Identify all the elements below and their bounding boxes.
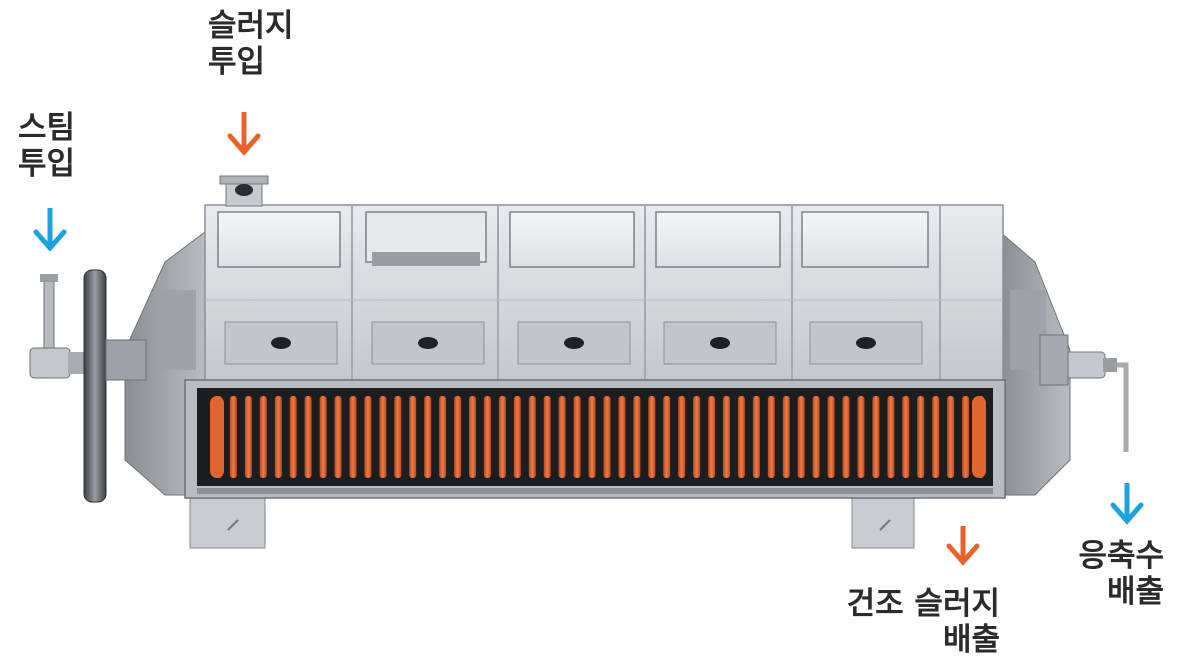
coil-tube bbox=[244, 396, 252, 478]
manholes bbox=[224, 321, 923, 365]
coil-tube bbox=[304, 396, 312, 478]
coil-tube bbox=[872, 396, 880, 478]
dry-sludge-outlet-label: 건조 슬러지 배출 bbox=[810, 586, 1000, 658]
condensate-outlet-label: 응축수 배출 bbox=[1040, 538, 1164, 610]
condensate-outlet-arrow-icon bbox=[1110, 483, 1144, 525]
coil-tube bbox=[439, 396, 447, 478]
coil-tube bbox=[573, 396, 581, 478]
coil-tube bbox=[932, 396, 940, 478]
coil-tube bbox=[528, 396, 536, 478]
coil-tube bbox=[558, 396, 566, 478]
coil-tube bbox=[737, 396, 745, 478]
coil-tube bbox=[469, 396, 476, 478]
sludge-inlet-label-line2: 투입 bbox=[208, 44, 266, 80]
coil-tube bbox=[708, 396, 716, 478]
dry-sludge-outlet-label-line2: 배출 bbox=[942, 622, 1000, 658]
coil-tube bbox=[364, 396, 372, 478]
coil-tube bbox=[633, 396, 641, 478]
coil-tube bbox=[588, 396, 596, 478]
coil-tube bbox=[842, 396, 850, 478]
coil-tube bbox=[827, 396, 835, 478]
coil-tube bbox=[424, 396, 432, 478]
coil-tube bbox=[678, 396, 686, 478]
steam-inlet-arrow-icon bbox=[33, 208, 67, 252]
coil-tube bbox=[857, 396, 865, 478]
coil-tube bbox=[603, 396, 611, 478]
coil-tube bbox=[289, 396, 297, 478]
inspection-hatches bbox=[217, 211, 929, 268]
coil-tube bbox=[349, 396, 357, 478]
coil-tube bbox=[498, 396, 506, 478]
coil-tube bbox=[618, 396, 626, 478]
coil-tube bbox=[782, 396, 790, 478]
dry-sludge-outlet-arrow-icon bbox=[946, 526, 980, 566]
condensate-outlet-joint bbox=[1039, 334, 1129, 452]
sludge-inlet-arrow-icon bbox=[227, 112, 261, 156]
coil-tube bbox=[454, 396, 462, 478]
coil-tube bbox=[887, 396, 895, 478]
condensate-outlet-label-line2: 배출 bbox=[1106, 574, 1164, 610]
steam-inlet-label-line1: 스팀 bbox=[18, 110, 76, 146]
steam-inlet-joint bbox=[29, 274, 88, 379]
coil-tube bbox=[917, 396, 925, 478]
coil-tube bbox=[962, 396, 970, 478]
drive-pulley bbox=[83, 269, 147, 503]
dry-sludge-outlet-label-line1: 건조 슬러지 bbox=[846, 586, 1000, 622]
coil-tube bbox=[483, 396, 491, 478]
steam-inlet-label: 스팀 투입 bbox=[18, 110, 75, 182]
coil-tube bbox=[334, 396, 342, 478]
coil-tube bbox=[394, 396, 402, 478]
coil-tube bbox=[947, 396, 955, 478]
coil-tube bbox=[767, 396, 775, 478]
coil-tube bbox=[319, 396, 327, 478]
condensate-outlet-label-line1: 응축수 bbox=[1078, 538, 1164, 574]
coil-end-bar bbox=[972, 396, 986, 478]
coil-tube bbox=[752, 396, 760, 478]
coil-tube bbox=[902, 396, 910, 478]
coil-tube bbox=[797, 396, 805, 478]
coil-tube bbox=[723, 396, 730, 478]
coil-tube bbox=[693, 396, 701, 478]
coil-tube bbox=[543, 396, 551, 478]
steam-inlet-label-line2: 투입 bbox=[18, 146, 76, 182]
coil-end-bar bbox=[210, 396, 224, 478]
coil-tube bbox=[513, 396, 521, 478]
sludge-inlet-label: 슬러지 투입 bbox=[208, 8, 294, 80]
coil-tube bbox=[663, 396, 671, 478]
coil-tube bbox=[812, 396, 820, 478]
coil-tube bbox=[259, 396, 267, 478]
support-legs bbox=[189, 489, 915, 549]
sludge-inlet-nozzle bbox=[219, 175, 269, 207]
coil-tube bbox=[379, 396, 387, 478]
coil-tube bbox=[648, 396, 656, 478]
coil-tube bbox=[409, 396, 417, 478]
sludge-inlet-label-line1: 슬러지 bbox=[208, 8, 294, 44]
coil-tube bbox=[274, 396, 282, 478]
coil-tube bbox=[229, 396, 237, 478]
heating-coils bbox=[210, 396, 986, 478]
